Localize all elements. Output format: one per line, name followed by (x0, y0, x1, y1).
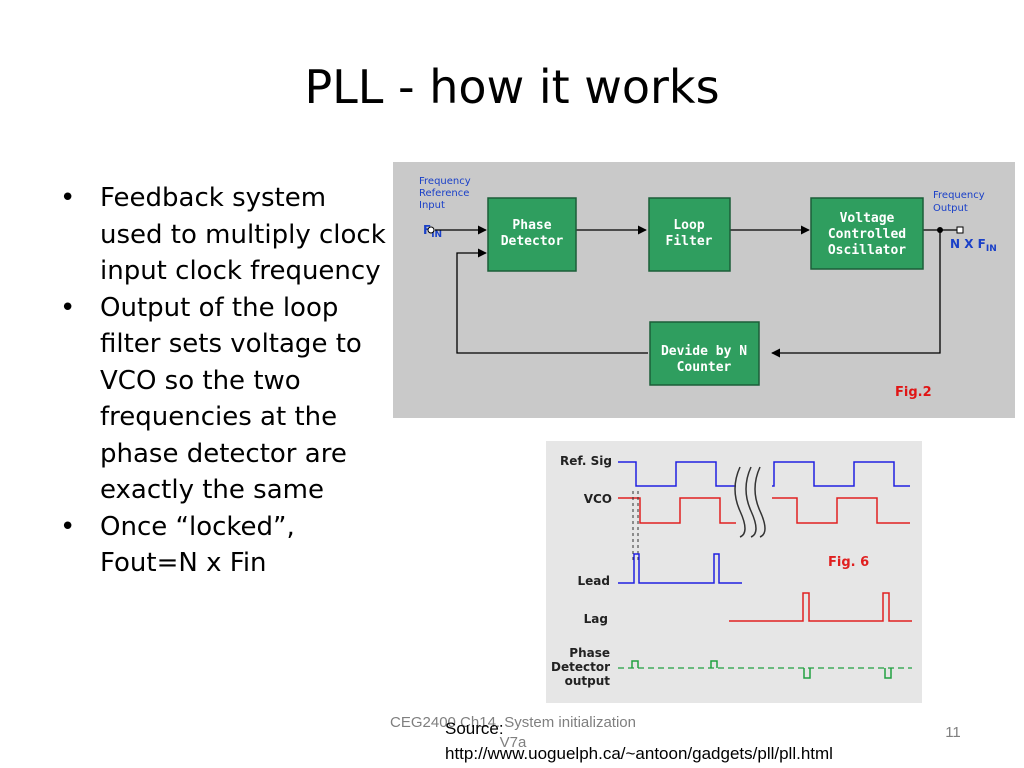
waveform-background (546, 441, 922, 703)
footer-version: V7a (499, 734, 527, 751)
fin-label: FIN (423, 223, 442, 240)
pd-output-pulse (803, 668, 811, 679)
pd-output-label: Detector (551, 660, 610, 674)
lag-waveform (729, 592, 912, 622)
pll-timing-diagram: Ref. Sig VCO Lead Lag Phase Detector out… (546, 441, 922, 703)
block-label: Counter (677, 360, 732, 375)
vco-waveform (618, 497, 736, 524)
bullet-item: • Once “locked”, Fout=N x Fin (56, 509, 386, 582)
nfin-sub: IN (986, 244, 997, 254)
bullet-text: Once “locked”, Fout=N x Fin (100, 511, 295, 579)
block-label: Detector (501, 234, 564, 249)
block-label: Loop (673, 218, 704, 233)
input-label-line: Frequency (419, 176, 471, 187)
page-number: 11 (945, 724, 961, 741)
block-label: Phase (512, 218, 551, 233)
bullet-text: Feedback system used to multiply clock i… (100, 183, 386, 286)
input-terminal (427, 226, 435, 234)
ref-sig-label: Ref. Sig (560, 454, 612, 468)
nfin-label: N X FIN (950, 237, 997, 254)
output-terminal (956, 226, 964, 234)
block-label: Filter (666, 234, 713, 249)
bullet-dot: • (60, 183, 76, 213)
output-label-line: Output (933, 203, 968, 214)
pd-output-pulse (710, 660, 718, 668)
input-label-line: Input (419, 200, 445, 211)
lead-waveform (618, 553, 742, 584)
source-url: http://www.uoguelph.ca/~antoon/gadgets/p… (445, 744, 833, 763)
time-break-mark (754, 466, 766, 538)
block-label: Oscillator (828, 243, 906, 258)
pd-output-label: Phase (569, 646, 610, 660)
bullet-text: Output of the loop filter sets voltage t… (100, 292, 362, 506)
time-break-mark (745, 466, 757, 538)
nfin-main: N X F (950, 237, 986, 251)
vco-waveform (772, 497, 910, 524)
bullet-item: • Output of the loop filter sets voltage … (56, 290, 386, 509)
vco-block: Voltage Controlled Oscillator (810, 197, 924, 270)
output-label-line: Frequency (933, 190, 985, 201)
bullet-dot: • (60, 511, 76, 542)
pll-block-diagram: Frequency Reference Input FIN Frequency … (393, 162, 1015, 418)
feedback-wire-right (771, 230, 941, 358)
block-label: Voltage (840, 211, 895, 226)
source-citation: Source: http://www.uoguelph.ca/~antoon/g… (445, 716, 833, 766)
ref-sig-waveform (618, 461, 736, 487)
slide-footer: CEG2400 Ch14. System initialization V7a (358, 713, 668, 753)
lead-label: Lead (578, 574, 610, 588)
pd-output-label: output (565, 674, 611, 688)
fin-sub: IN (431, 230, 442, 240)
input-label-line: Reference (419, 188, 469, 199)
lag-label: Lag (584, 612, 608, 626)
ref-sig-waveform (772, 461, 910, 487)
block-label: Controlled (828, 227, 906, 242)
feedback-wire-left (456, 248, 648, 354)
block-label: Devide by N (661, 344, 747, 359)
pd-output-pulse (631, 660, 639, 668)
loop-filter-block: Loop Filter (648, 197, 731, 272)
pd-output-pulse (884, 668, 892, 679)
bullet-dot: • (60, 292, 76, 323)
slide-title: PLL - how it works (304, 60, 720, 114)
fig6-label: Fig. 6 (828, 555, 869, 570)
bullet-list: • Feedback system used to multiply clock … (56, 180, 386, 582)
fig2-label: Fig.2 (895, 385, 932, 400)
phase-detector-block: Phase Detector (487, 197, 577, 272)
bullet-item: • Feedback system used to multiply clock … (56, 180, 386, 290)
divider-block: Devide by N Counter (649, 321, 760, 386)
footer-course: CEG2400 Ch14. System initialization (390, 714, 636, 731)
time-break-mark (734, 466, 746, 538)
source-label: Source: (445, 719, 504, 738)
vco-label: VCO (584, 492, 612, 506)
fin-main: F (423, 223, 431, 237)
